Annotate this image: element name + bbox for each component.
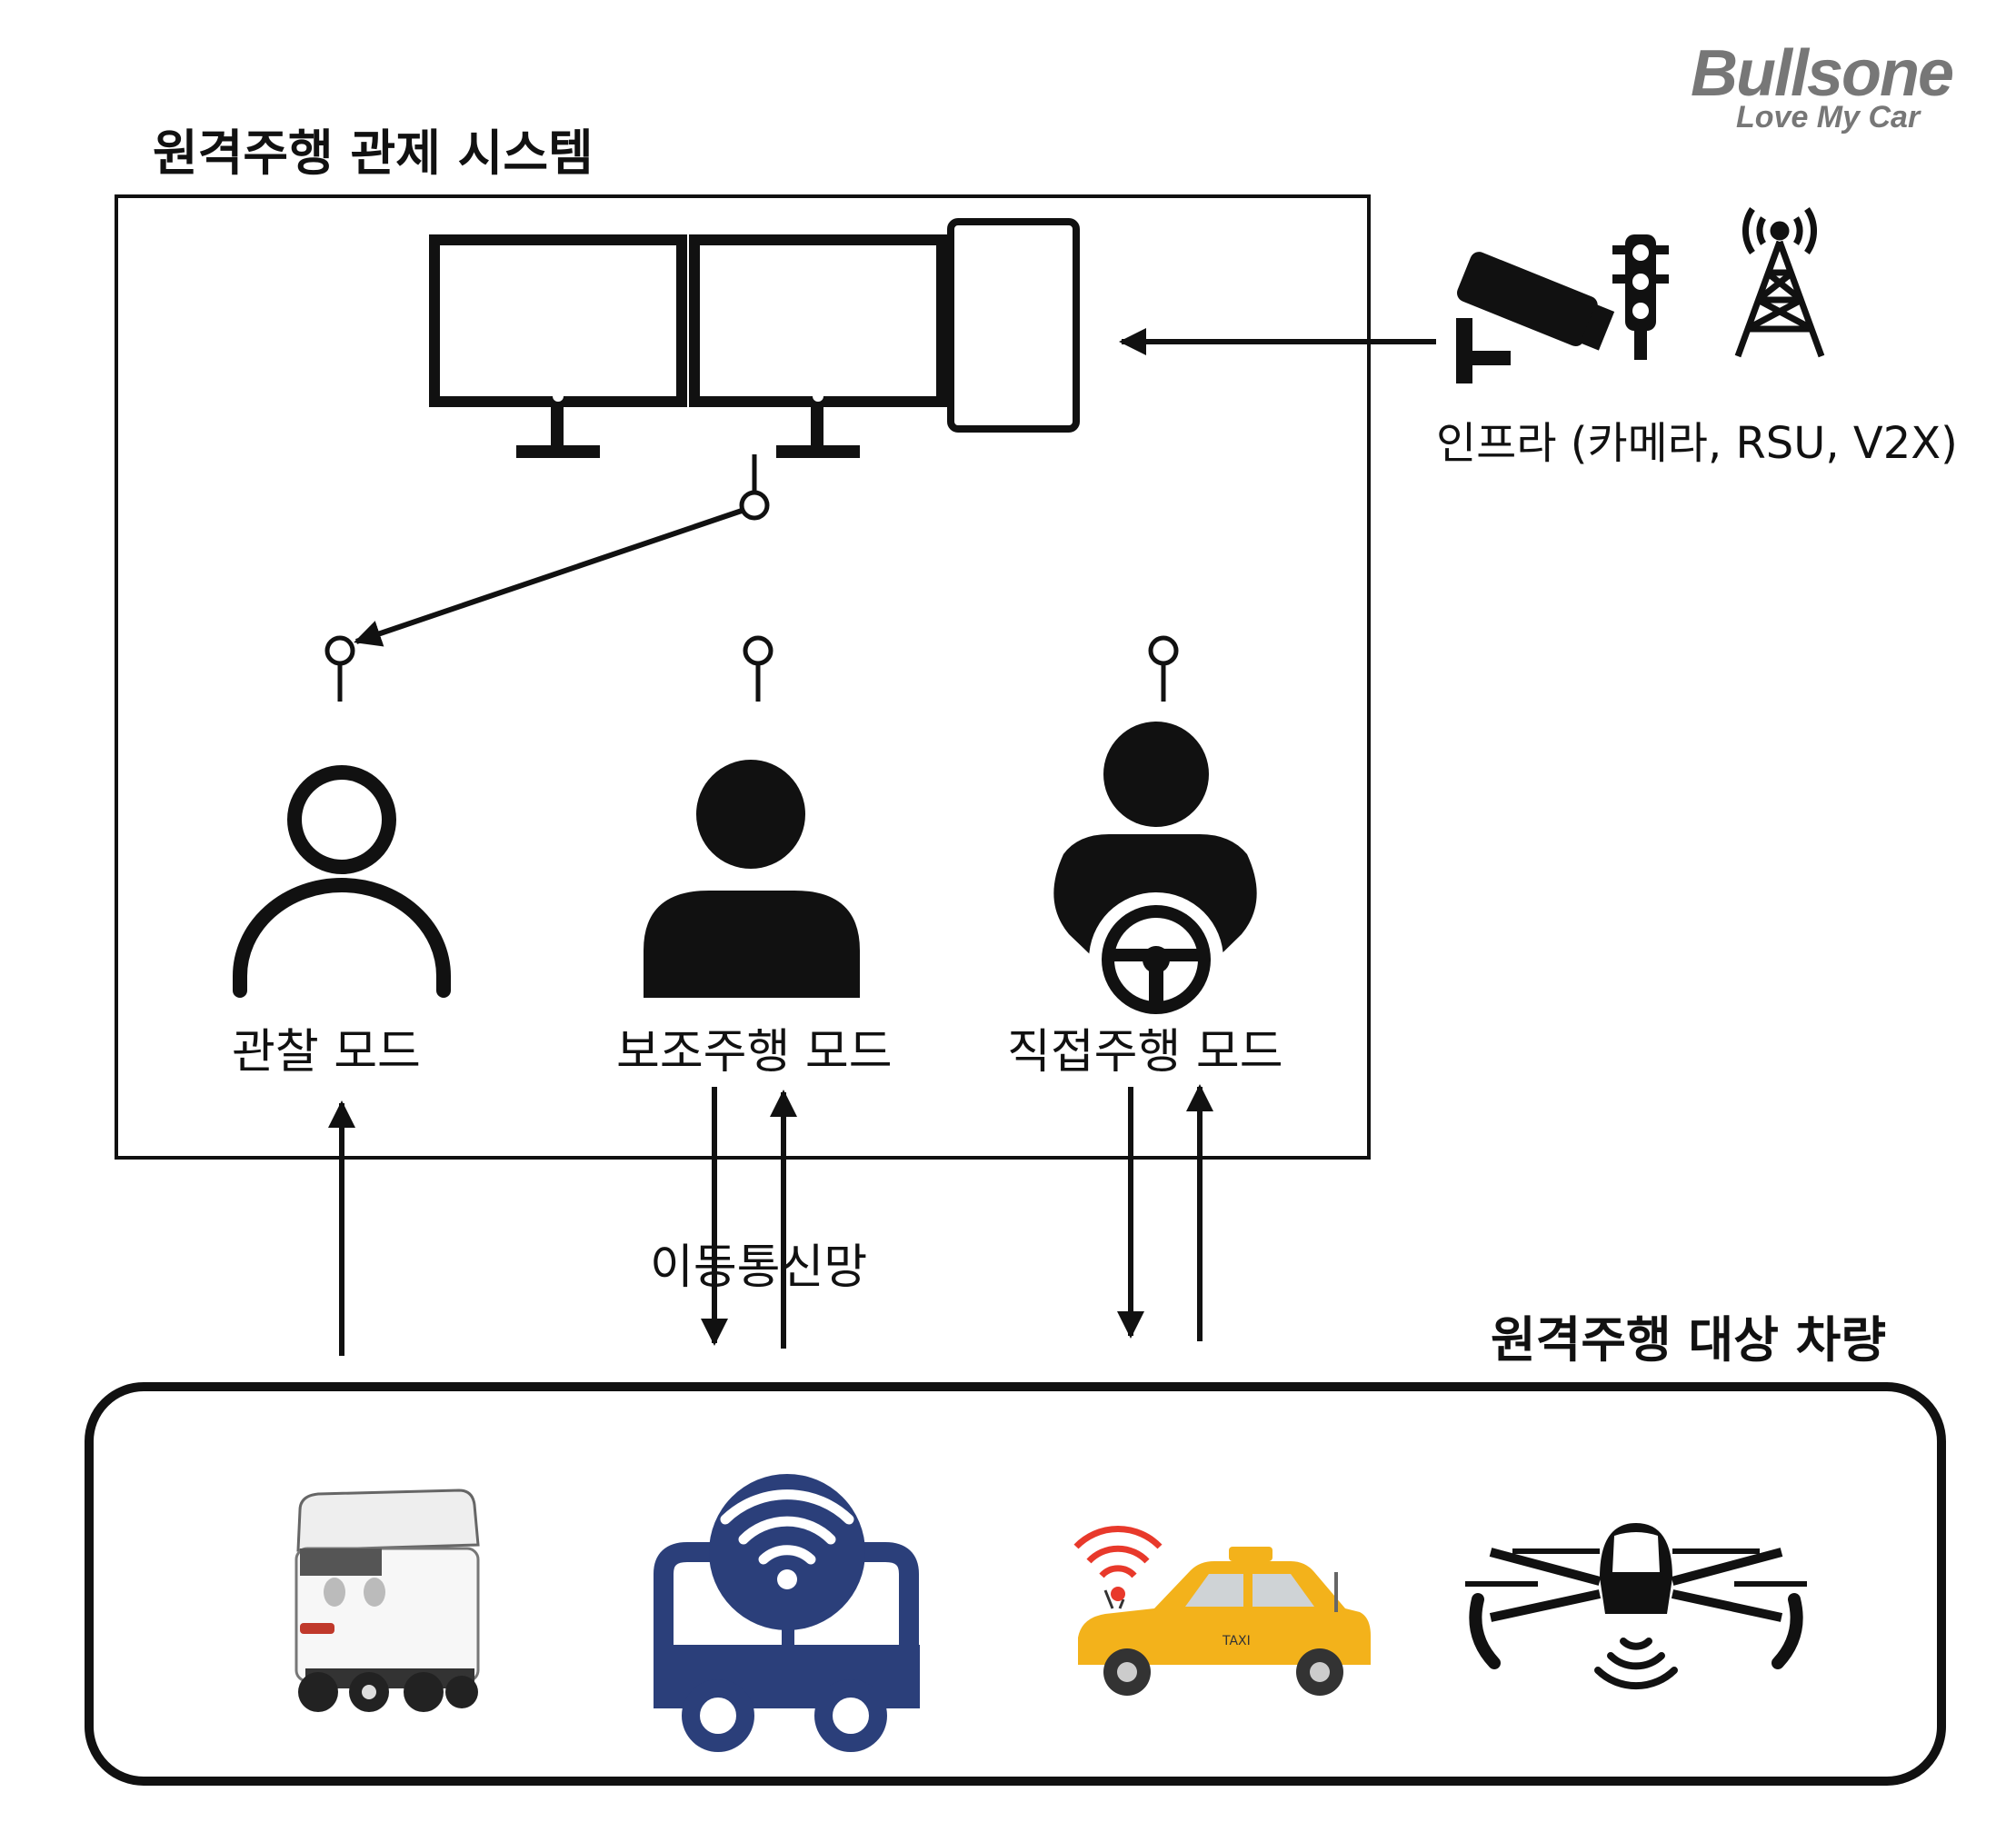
assisted-driving-mode-label: 보조주행 모드 (616, 1025, 893, 1080)
brand-tagline: Love My Car (1736, 100, 1921, 134)
target-vehicles-title: 원격주행 대상 차량 (1491, 1311, 1887, 1369)
monitor-left-icon (429, 234, 687, 458)
observation-mode-label: 관찰 모드 (232, 1025, 421, 1080)
traffic-light-icon (1612, 234, 1669, 360)
monitor-connector-node (739, 490, 770, 521)
target-vehicles-box (85, 1382, 1946, 1786)
taxi-sign-text: TAXI (1222, 1634, 1251, 1648)
control-system-box (115, 194, 1371, 1160)
cctv-camera-icon (1456, 252, 1615, 383)
operator-steering-wheel-icon (1053, 722, 1257, 1027)
taxi-icon: TAXI (1073, 1526, 1371, 1696)
wifi-bus-icon (654, 1474, 920, 1752)
direct-mode-pin (1148, 635, 1179, 702)
control-system-title: 원격주행 관제 시스템 (153, 124, 594, 182)
computer-tower-icon (947, 218, 1080, 433)
operator-outline-icon (233, 765, 451, 998)
delivery-robot-icon (294, 1489, 480, 1712)
passenger-drone-icon (1465, 1523, 1807, 1690)
assisted-mode-pin (743, 635, 773, 702)
monitor-right-icon (689, 234, 947, 458)
radio-tower-icon (1734, 207, 1825, 358)
operator-filled-icon (644, 760, 860, 998)
brand-logo: Bullsone (1691, 37, 1954, 110)
observation-mode-pin (324, 635, 355, 702)
direct-driving-mode-label: 직접주행 모드 (1007, 1025, 1283, 1080)
control-to-observation-arrow (354, 508, 743, 647)
infrastructure-label: 인프라 (카메라, RSU, V2X) (1436, 418, 1958, 469)
mobile-network-label: 이동통신망 (650, 1240, 868, 1295)
